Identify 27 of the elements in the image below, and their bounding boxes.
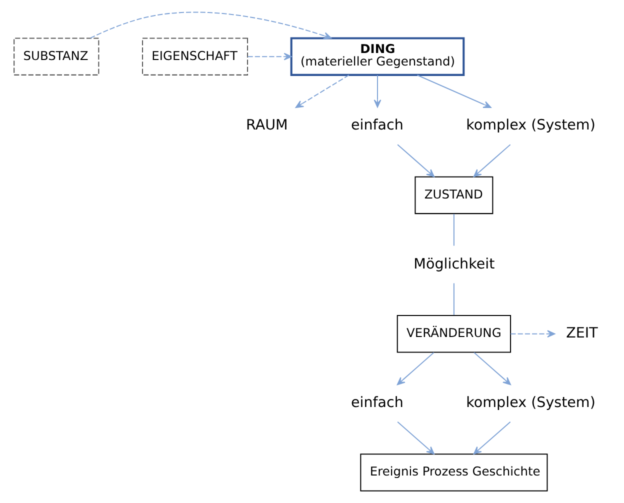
arrow [397, 422, 435, 454]
arrow [474, 352, 511, 386]
arrow [397, 144, 435, 178]
node-box: ZUSTAND [414, 176, 494, 214]
arrow [248, 52, 292, 60]
arrow [510, 330, 556, 338]
node-box: EIGENSCHAFT [142, 38, 248, 76]
node-text: einfach [350, 118, 404, 134]
node-text: einfach [350, 394, 404, 411]
arrow [374, 75, 382, 108]
node-box: DING (materieller Gegenstand) [290, 37, 465, 76]
node-text: RAUM [246, 118, 288, 134]
node-box: Ereignis Prozess Geschichte [360, 454, 548, 492]
node-box: SUBSTANZ [14, 38, 100, 76]
node-text: ZEIT [566, 326, 598, 342]
arrow [90, 12, 332, 40]
node-box: VERÄNDERUNG [396, 315, 512, 353]
node-text: Möglichkeit [414, 256, 495, 272]
node-text: komplex (System) [466, 394, 596, 411]
arrow [473, 144, 511, 178]
arrow [417, 74, 492, 108]
arrow [473, 422, 511, 454]
node-text: komplex (System) [466, 118, 596, 134]
connector [453, 214, 454, 246]
arrow [396, 352, 434, 386]
arrow [295, 74, 350, 108]
connector [453, 283, 454, 316]
